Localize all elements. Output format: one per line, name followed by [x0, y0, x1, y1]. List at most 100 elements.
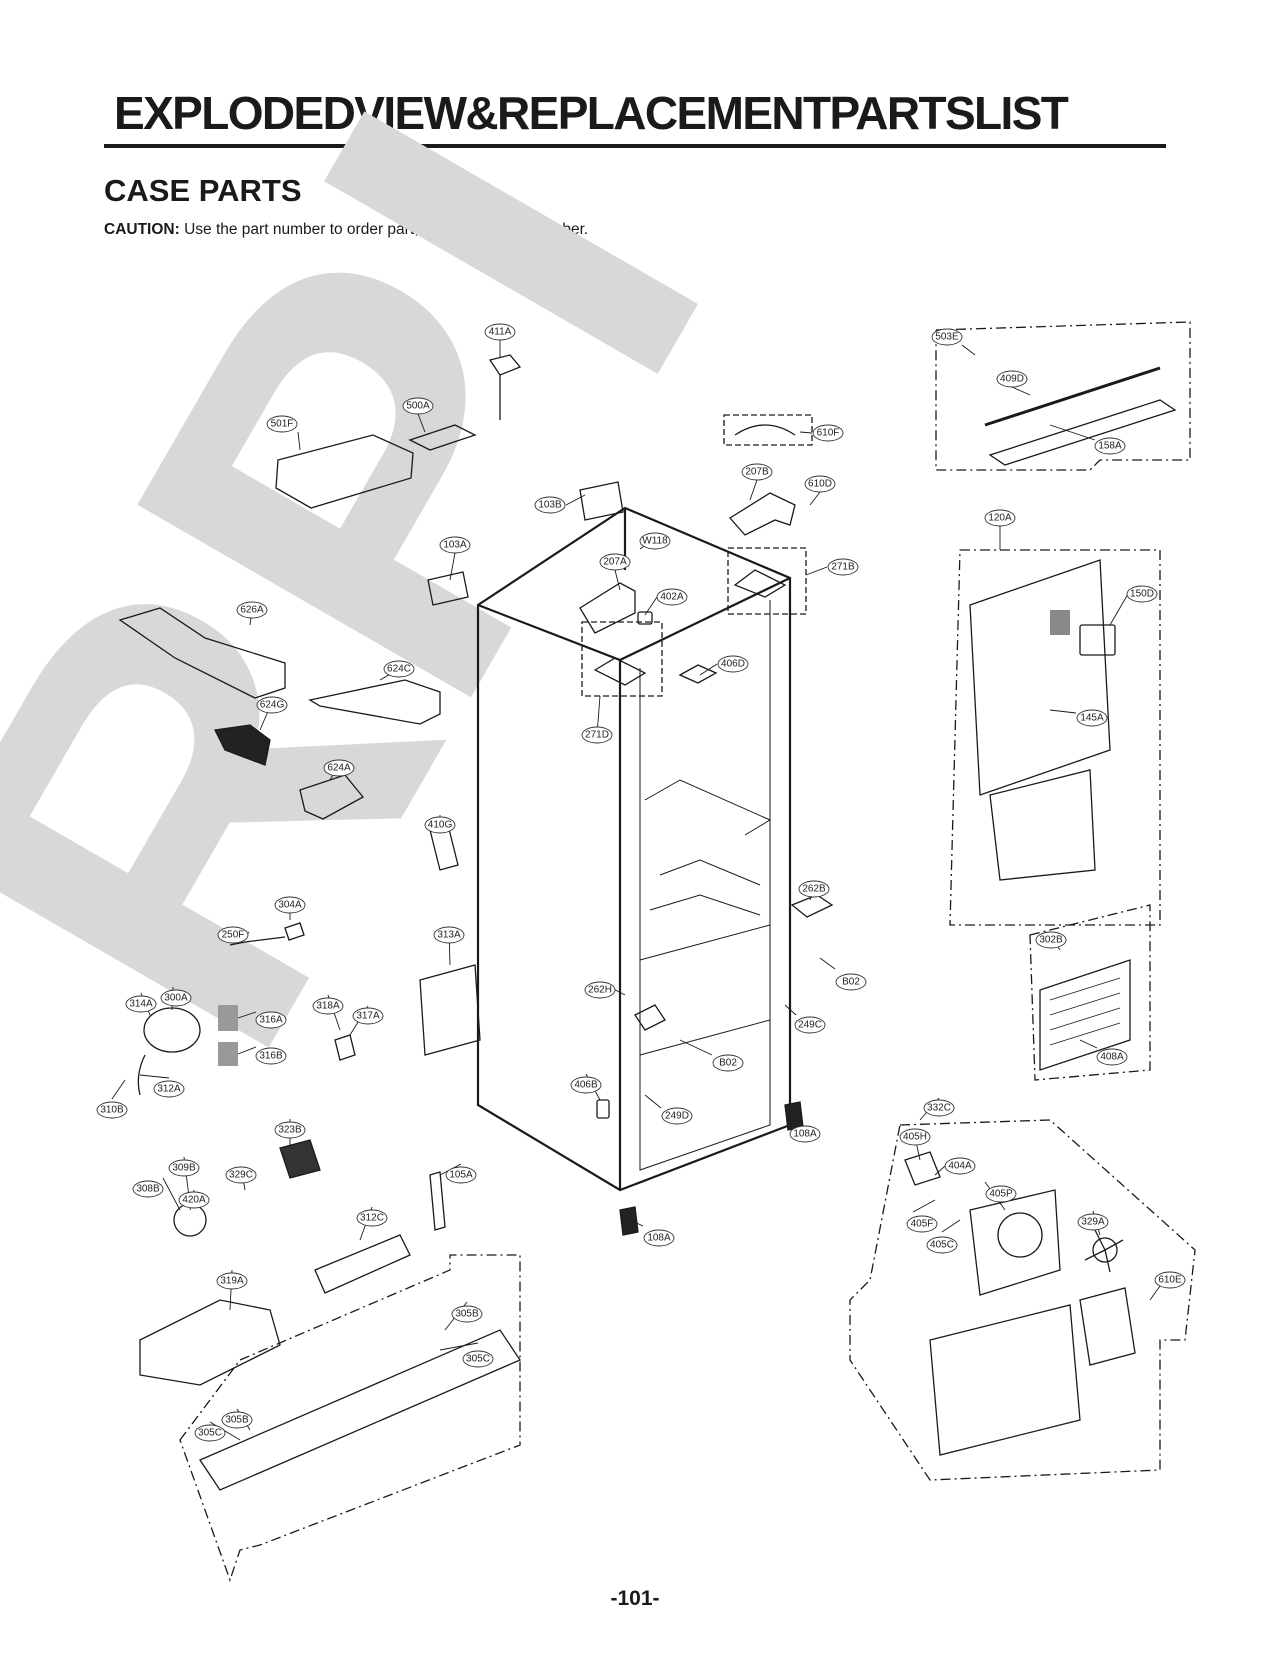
section-title: CASE PARTS	[104, 173, 302, 208]
callout-312A-label: 312A	[157, 1084, 181, 1095]
callout-313A: 313A	[433, 926, 465, 944]
callout-406B: 406B	[570, 1076, 602, 1094]
page-title: EXPLODEDVIEW&REPLACEMENTPARTSLIST	[114, 87, 1069, 139]
callout-319A: 319A	[216, 1272, 248, 1290]
callout-150D: 150D	[1126, 585, 1158, 603]
callout-316A-label: 316A	[259, 1015, 283, 1026]
callout-332C: 332C	[923, 1099, 955, 1117]
callout-323B: 323B	[274, 1121, 306, 1139]
page-number: -101-	[610, 1587, 660, 1610]
callout-249D-label: 249D	[665, 1111, 689, 1122]
callout-610E: 610E	[1154, 1271, 1186, 1289]
callout-313A-label: 313A	[437, 930, 461, 941]
part-626A-drawing	[118, 607, 286, 699]
callout-500A-label: 500A	[406, 401, 430, 412]
callout-271D: 271D	[581, 726, 613, 744]
callout-329C: 329C	[225, 1166, 257, 1184]
callout-B02-upper-label: B02	[842, 977, 860, 988]
callout-103B-label: 103B	[538, 500, 562, 511]
callout-405C-label: 405C	[930, 1240, 954, 1251]
callout-305B-upper: 305B	[451, 1305, 483, 1323]
callout-312C: 312C	[356, 1209, 388, 1227]
callout-411A: 411A	[484, 323, 516, 341]
callout-145A: 145A	[1076, 709, 1108, 727]
callout-B02-lower: B02	[712, 1054, 744, 1072]
callout-406B-label: 406B	[574, 1080, 598, 1091]
callout-501F-label: 501F	[271, 419, 294, 430]
callout-405H-label: 405H	[903, 1132, 927, 1143]
callout-317A: 317A	[352, 1007, 384, 1025]
callout-319A-label: 319A	[220, 1276, 244, 1287]
callout-145A-label: 145A	[1080, 713, 1104, 724]
callout-310B: 310B	[96, 1101, 128, 1119]
callout-329A: 329A	[1077, 1213, 1109, 1231]
callout-103A: 103A	[439, 536, 471, 554]
callout-323B-label: 323B	[278, 1125, 302, 1136]
callout-314A-label: 314A	[129, 999, 153, 1010]
part-callouts: 411A 500A 501F 503E 409D 158A 610F 207B …	[96, 323, 1186, 1442]
callout-300A: 300A	[160, 989, 192, 1007]
callout-309B-label: 309B	[172, 1163, 196, 1174]
callout-249D: 249D	[661, 1107, 693, 1125]
callout-312C-label: 312C	[360, 1213, 384, 1224]
callout-626A-label: 626A	[240, 605, 264, 616]
callout-310B-label: 310B	[100, 1105, 124, 1116]
callout-312A: 312A	[153, 1080, 185, 1098]
watermark-text: RPI	[0, 18, 820, 1139]
callout-314A: 314A	[125, 995, 157, 1013]
callout-316A: 316A	[255, 1011, 287, 1029]
callout-405P-label: 405P	[989, 1189, 1013, 1200]
callout-624C: 624C	[383, 660, 415, 678]
callout-305C-lower-label: 305C	[198, 1428, 222, 1439]
callout-105A: 105A	[445, 1166, 477, 1184]
callout-304A-label: 304A	[278, 900, 302, 911]
bracket-271D-box	[581, 621, 663, 697]
callout-503E: 503E	[931, 328, 963, 346]
caution-note: CAUTION: Use the part number to order pa…	[104, 221, 588, 239]
callout-610F: 610F	[812, 424, 844, 442]
callout-626A: 626A	[236, 601, 268, 619]
callout-302B-label: 302B	[1039, 935, 1063, 946]
callout-405H: 405H	[899, 1128, 931, 1146]
callout-250F-label: 250F	[222, 930, 245, 941]
caution-label: CAUTION:	[104, 221, 180, 238]
callout-108A-bottom: 108A	[643, 1229, 675, 1247]
callout-B02-upper: B02	[835, 973, 867, 991]
watermark: RPI	[0, 18, 820, 1139]
callout-318A-label: 318A	[316, 1001, 340, 1012]
callout-262B-label: 262B	[802, 884, 826, 895]
callout-406D-label: 406D	[721, 659, 745, 670]
cabinet-interior	[639, 600, 772, 1171]
callout-271B-label: 271B	[831, 562, 855, 573]
callout-207B: 207B	[741, 463, 773, 481]
callout-108A-bottom-label: 108A	[647, 1233, 671, 1244]
callout-207A: 207A	[599, 553, 631, 571]
callout-302B: 302B	[1035, 931, 1067, 949]
callout-316B: 316B	[255, 1047, 287, 1065]
callout-300A-label: 300A	[164, 993, 188, 1004]
callout-B02-lower-label: B02	[719, 1058, 737, 1069]
callout-410G: 410G	[424, 816, 456, 834]
callout-410G-label: 410G	[428, 820, 453, 831]
callout-404A: 404A	[944, 1157, 976, 1175]
callout-624G-label: 624G	[260, 700, 285, 711]
bracket-271B-box	[727, 547, 807, 615]
callout-409D: 409D	[996, 370, 1028, 388]
callout-316B-label: 316B	[259, 1051, 283, 1062]
callout-158A-label: 158A	[1098, 441, 1122, 452]
part-501F-drawing	[275, 434, 414, 509]
callout-305C-lower: 305C	[194, 1424, 226, 1442]
callout-105A-label: 105A	[449, 1170, 473, 1181]
callout-262B: 262B	[798, 880, 830, 898]
callout-318A: 318A	[312, 997, 344, 1015]
callout-610E-label: 610E	[1158, 1275, 1182, 1286]
callout-158A: 158A	[1094, 437, 1126, 455]
callout-317A-label: 317A	[356, 1011, 380, 1022]
callout-262H-label: 262H	[588, 985, 612, 996]
callout-150D-label: 150D	[1130, 589, 1154, 600]
callout-103B: 103B	[534, 496, 566, 514]
callout-250F: 250F	[217, 926, 249, 944]
callout-405F-label: 405F	[911, 1219, 934, 1230]
part-624C-drawing	[308, 679, 441, 725]
